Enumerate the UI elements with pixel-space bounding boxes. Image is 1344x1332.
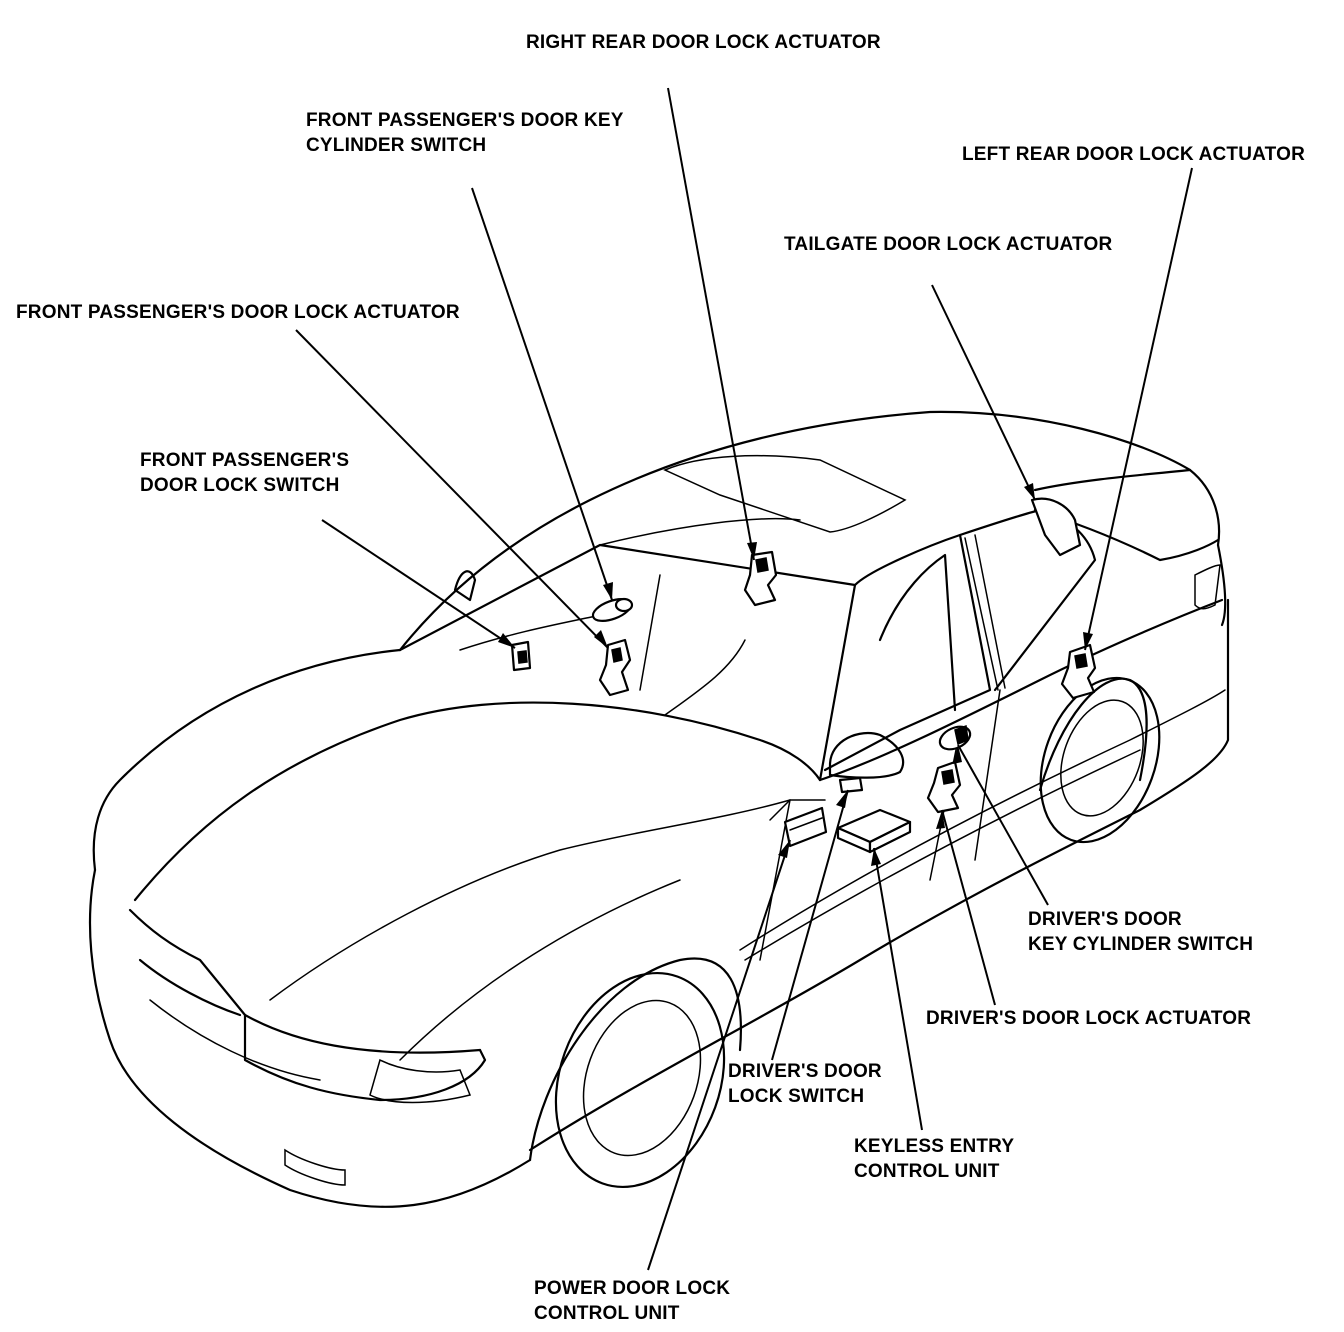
tailgate-door-lock-actuator-component	[1030, 497, 1082, 557]
leader-driver-key-cylinder	[957, 744, 1049, 906]
leader-power-door-lock	[647, 839, 791, 1271]
label-right-rear-door-lock-actuator: RIGHT REAR DOOR LOCK ACTUATOR	[526, 30, 881, 55]
label-drivers-door-lock-actuator: DRIVER'S DOOR LOCK ACTUATOR	[926, 1006, 1251, 1031]
label-front-passenger-door-lock-switch: FRONT PASSENGER'S DOOR LOCK SWITCH	[140, 448, 349, 498]
label-left-rear-door-lock-actuator: LEFT REAR DOOR LOCK ACTUATOR	[962, 142, 1305, 167]
label-line: FRONT PASSENGER'S DOOR LOCK ACTUATOR	[16, 302, 460, 323]
label-line: RIGHT REAR DOOR LOCK ACTUATOR	[526, 32, 881, 53]
leader-front-pass-key-cylinder	[471, 187, 613, 601]
leader-left-rear-actuator	[1084, 167, 1193, 651]
label-line: FRONT PASSENGER'S	[140, 450, 350, 471]
left-rear-door-lock-actuator-component	[1060, 643, 1097, 700]
leader-front-pass-actuator	[295, 329, 609, 649]
front-passenger-door-lock-switch-component	[510, 640, 532, 672]
label-line: KEY CYLINDER SWITCH	[1028, 934, 1254, 955]
label-line: CYLINDER SWITCH	[306, 135, 487, 156]
label-front-passenger-door-lock-actuator: FRONT PASSENGER'S DOOR LOCK ACTUATOR	[16, 300, 460, 325]
label-line: DOOR LOCK SWITCH	[140, 475, 340, 496]
label-line: CONTROL UNIT	[854, 1161, 1000, 1182]
label-line: DRIVER'S DOOR	[728, 1061, 882, 1082]
label-line: CONTROL UNIT	[534, 1303, 680, 1324]
label-line: LEFT REAR DOOR LOCK ACTUATOR	[962, 144, 1306, 165]
driver-door-key-cylinder-component	[938, 724, 972, 751]
label-drivers-door-key-cylinder-switch: DRIVER'S DOOR KEY CYLINDER SWITCH	[1028, 907, 1253, 957]
label-line: LOCK SWITCH	[728, 1086, 865, 1107]
leader-lines	[295, 87, 1193, 1271]
leader-right-rear-actuator	[667, 87, 755, 561]
front-passenger-door-lock-actuator-component	[598, 638, 632, 697]
label-power-door-lock-control-unit: POWER DOOR LOCK CONTROL UNIT	[534, 1276, 730, 1326]
label-line: POWER DOOR LOCK	[534, 1278, 731, 1299]
leader-keyless-entry	[873, 847, 923, 1131]
label-line: TAILGATE DOOR LOCK ACTUATOR	[784, 234, 1113, 255]
leader-driver-actuator	[941, 809, 996, 1006]
driver-door-lock-switch-component	[838, 776, 864, 794]
car-body-outline	[88, 410, 1230, 1208]
driver-door-lock-actuator-component	[926, 760, 962, 814]
label-drivers-door-lock-switch: DRIVER'S DOOR LOCK SWITCH	[728, 1059, 882, 1109]
leader-arrowheads	[498, 483, 1093, 866]
label-tailgate-door-lock-actuator: TAILGATE DOOR LOCK ACTUATOR	[784, 232, 1112, 257]
leader-tailgate-actuator	[931, 284, 1036, 501]
label-front-passenger-door-key-cylinder-switch: FRONT PASSENGER'S DOOR KEY CYLINDER SWIT…	[306, 108, 624, 158]
leader-front-pass-switch	[321, 519, 516, 649]
label-line: DRIVER'S DOOR	[1028, 909, 1182, 930]
front-passenger-door-key-cylinder-component	[591, 597, 634, 622]
label-line: KEYLESS ENTRY	[854, 1136, 1015, 1157]
label-line: FRONT PASSENGER'S DOOR KEY	[306, 110, 624, 131]
keyless-entry-control-unit-component	[836, 808, 912, 854]
power-door-lock-control-unit-component	[783, 806, 828, 848]
label-keyless-entry-control-unit: KEYLESS ENTRY CONTROL UNIT	[854, 1134, 1014, 1184]
label-line: DRIVER'S DOOR LOCK ACTUATOR	[926, 1008, 1252, 1029]
leader-driver-switch	[771, 789, 849, 1061]
right-rear-door-lock-actuator-component	[743, 550, 778, 607]
